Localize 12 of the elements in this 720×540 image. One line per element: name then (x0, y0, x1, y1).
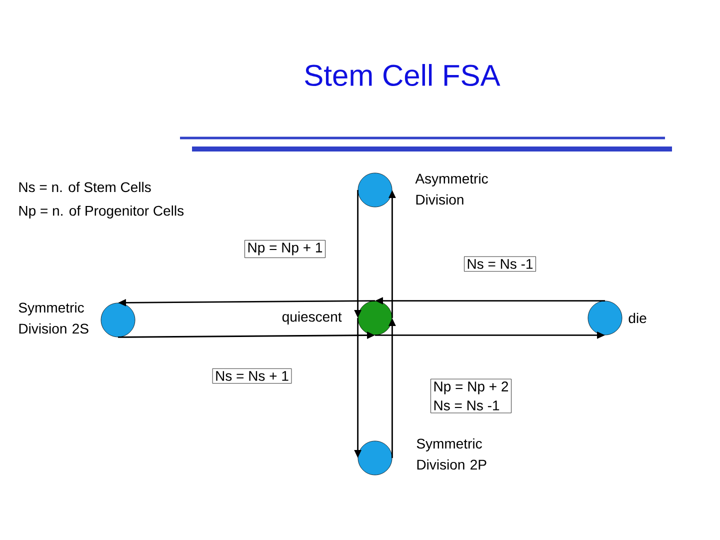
title: Stem Cell FSA (305, 64, 500, 86)
state-label: Asymmetric Division (415, 173, 488, 205)
state-label: Symmetric Division 2S (18, 302, 88, 334)
equation-box: Ns = Ns -1 (464, 256, 536, 272)
state-label: Symmetric Division 2P (416, 438, 486, 470)
equation-box: Np = Np + 1 (244, 240, 326, 258)
equation-box: Np = Np + 2 Ns = Ns -1 (430, 378, 512, 414)
definition-text: Np = n. of Progenitor Cells (19, 205, 184, 219)
definition-text: Ns = n. of Stem Cells (19, 182, 151, 192)
state-label: die (628, 312, 646, 324)
equation-box: Ns = Ns + 1 (212, 368, 292, 384)
state-label: quiescent (282, 311, 342, 325)
